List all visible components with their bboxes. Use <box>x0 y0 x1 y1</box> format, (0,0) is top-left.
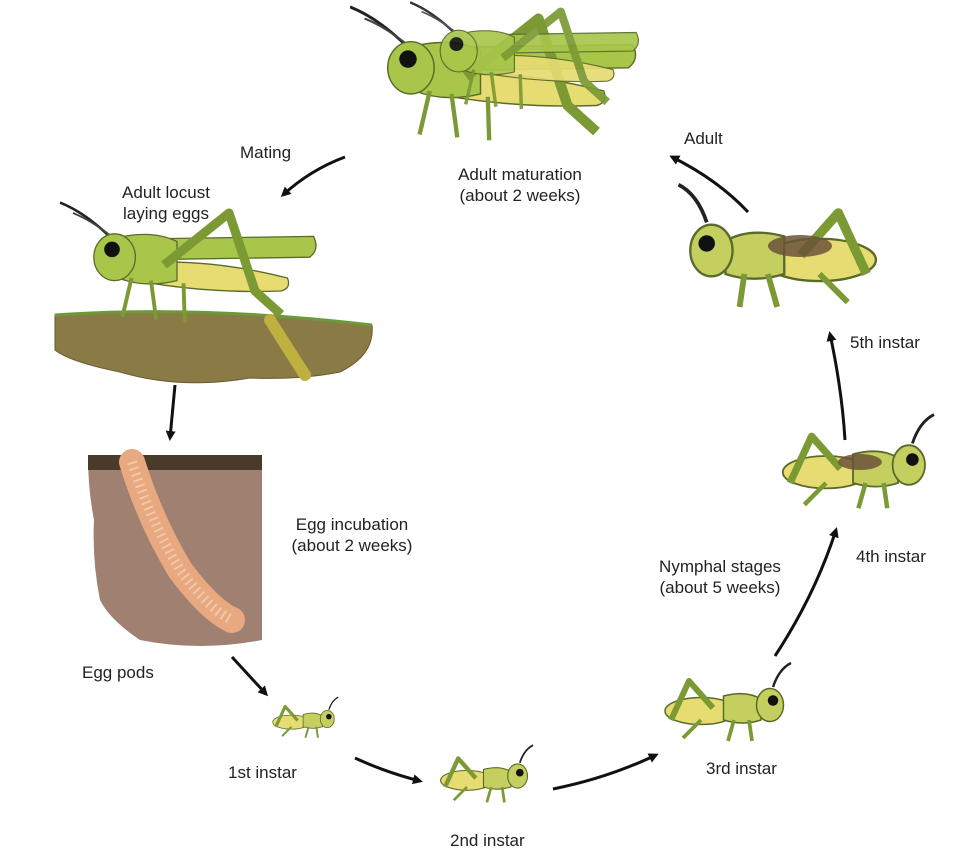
nymph-3rd-instar-illustration <box>665 663 791 741</box>
egg-pod-soil-section <box>88 455 262 646</box>
adult-locust-label-line1: Adult locust <box>96 182 236 203</box>
nymph-1st-instar-illustration <box>273 697 339 738</box>
4th-instar-label: 4th instar <box>856 546 926 567</box>
adult-maturation-line2: (about 2 weeks) <box>420 185 620 206</box>
soil-surface <box>55 312 372 383</box>
arrow-to-1st-instar <box>232 657 266 694</box>
adult-label: Adult <box>684 128 723 149</box>
5th-instar-label: 5th instar <box>850 332 920 353</box>
adult-locust-label-line2: laying eggs <box>96 203 236 224</box>
nymph-5th-instar-illustration <box>679 185 876 307</box>
arrow-mating <box>283 157 345 195</box>
adult-locust-laying-eggs-label: Adult locust laying eggs <box>96 182 236 224</box>
egg-pods-label: Egg pods <box>82 662 154 683</box>
arrow-to-3rd-instar <box>553 755 656 789</box>
adult-maturation-label: Adult maturation (about 2 weeks) <box>420 164 620 206</box>
adult-maturation-line1: Adult maturation <box>420 164 620 185</box>
nymph-2nd-instar-illustration <box>441 745 533 802</box>
1st-instar-label: 1st instar <box>228 762 297 783</box>
3rd-instar-label: 3rd instar <box>706 758 777 779</box>
arrow-to-adult <box>672 157 748 212</box>
nymphal-stages-line2: (about 5 weeks) <box>630 577 810 598</box>
egg-laying-locust-illustration <box>55 203 372 383</box>
mating-locusts-illustration <box>350 2 638 140</box>
nymphal-stages-label: Nymphal stages (about 5 weeks) <box>630 556 810 598</box>
nymph-4th-instar-illustration <box>783 415 934 509</box>
egg-incubation-label: Egg incubation (about 2 weeks) <box>262 514 442 556</box>
arrow-to-5th-instar <box>830 334 845 440</box>
arrow-to-egg-pods <box>170 385 175 438</box>
2nd-instar-label: 2nd instar <box>450 830 525 851</box>
nymphal-stages-line1: Nymphal stages <box>630 556 810 577</box>
arrow-to-2nd-instar <box>355 758 420 781</box>
egg-incubation-line2: (about 2 weeks) <box>262 535 442 556</box>
mating-label: Mating <box>240 142 291 163</box>
egg-incubation-line1: Egg incubation <box>262 514 442 535</box>
